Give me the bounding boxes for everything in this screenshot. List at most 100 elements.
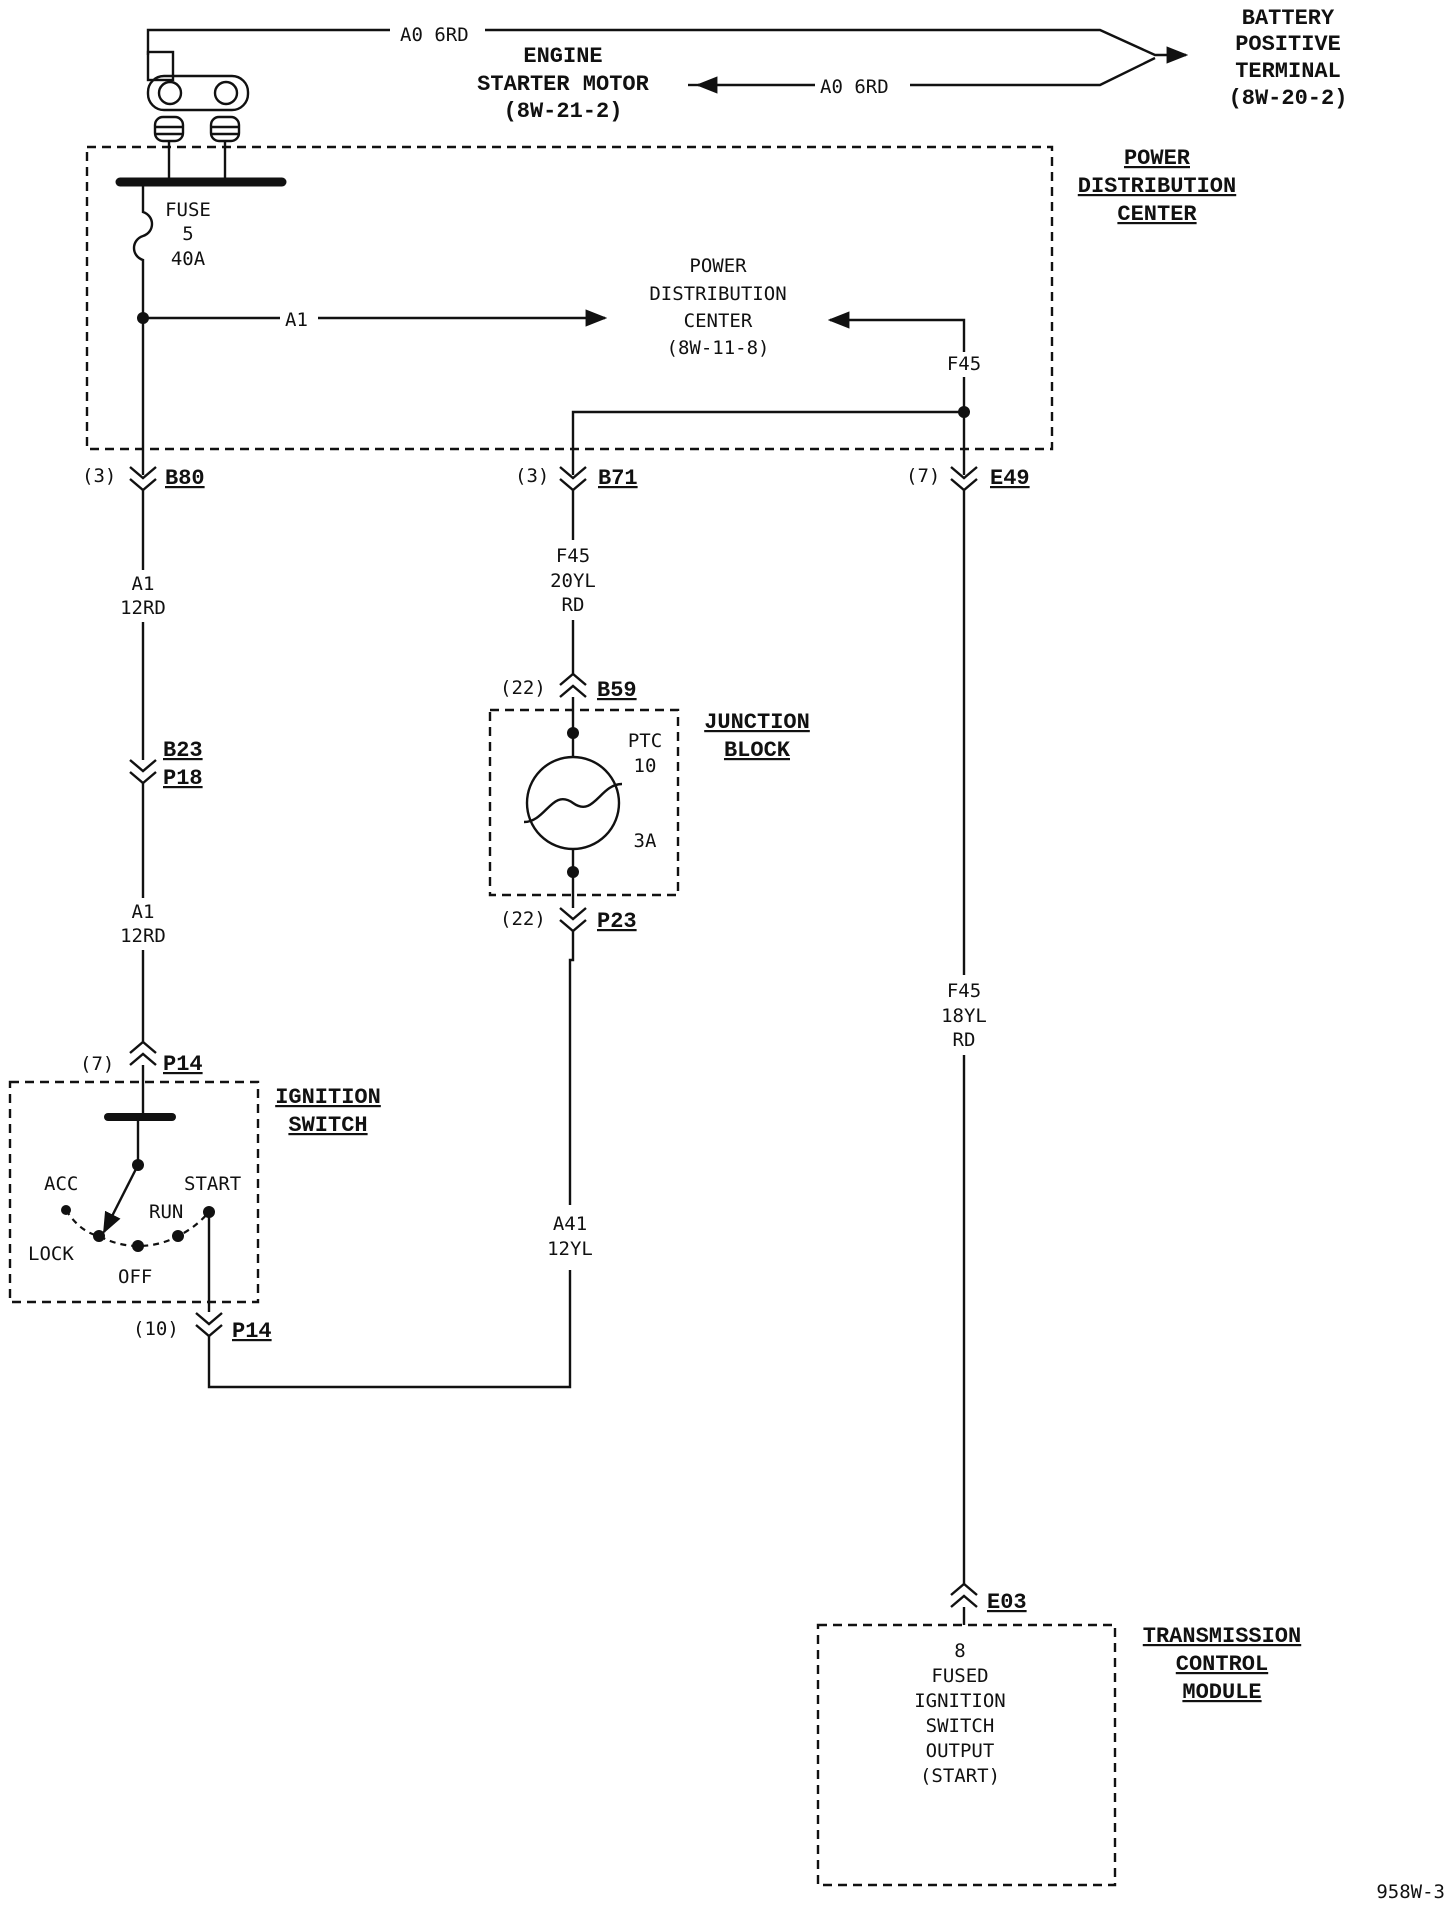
svg-text:20YL: 20YL — [550, 570, 596, 592]
svg-text:IGNITION: IGNITION — [914, 1690, 1006, 1712]
svg-text:F45: F45 — [556, 545, 590, 567]
pdc-label: POWER DISTRIBUTION CENTER — [1078, 146, 1236, 227]
connector-p23: (22) P23 — [500, 907, 637, 934]
svg-text:STARTER MOTOR: STARTER MOTOR — [477, 72, 649, 97]
wire-label-a1-12rd-upper: A1 12RD — [120, 573, 166, 619]
junction-block-label: JUNCTION BLOCK — [704, 710, 810, 763]
svg-text:B80: B80 — [165, 466, 205, 491]
ignition-switch-symbol — [61, 1113, 215, 1312]
svg-text:FUSE: FUSE — [165, 199, 211, 221]
svg-text:OUTPUT: OUTPUT — [926, 1740, 995, 1762]
wire-label-a1-pdc: A1 — [285, 309, 308, 331]
wire-a0-battery-top — [485, 28, 1189, 64]
svg-text:MODULE: MODULE — [1182, 1680, 1261, 1705]
svg-text:8: 8 — [954, 1640, 965, 1662]
switch-position-off: OFF — [118, 1266, 152, 1288]
svg-text:12RD: 12RD — [120, 925, 166, 947]
fuse-5-label: FUSE 5 40A — [165, 199, 211, 270]
tcm-pin-8-label: 8 FUSED IGNITION SWITCH OUTPUT (START) — [914, 1640, 1006, 1787]
svg-text:BATTERY: BATTERY — [1242, 6, 1335, 31]
switch-position-start: START — [184, 1173, 241, 1195]
battery-positive-terminal-label: BATTERY POSITIVE TERMINAL (8W-20-2) — [1229, 6, 1348, 111]
wire-a41-bottom — [207, 1270, 572, 1389]
switch-position-acc: ACC — [44, 1173, 78, 1195]
svg-text:BLOCK: BLOCK — [724, 738, 791, 763]
connector-p14-bottom: (10) P14 — [133, 1312, 272, 1344]
fuse-5-symbol — [132, 182, 154, 475]
wire-a41-upper — [568, 931, 575, 1205]
wire-label-f45-pdc: F45 — [947, 353, 981, 375]
svg-text:18YL: 18YL — [941, 1005, 987, 1027]
svg-text:40A: 40A — [171, 248, 206, 270]
engine-starter-motor-label: ENGINE STARTER MOTOR (8W-21-2) — [477, 44, 649, 124]
switch-position-run: RUN — [149, 1201, 183, 1223]
svg-text:FUSED: FUSED — [931, 1665, 988, 1687]
svg-text:IGNITION: IGNITION — [275, 1085, 381, 1110]
svg-text:SWITCH: SWITCH — [288, 1113, 367, 1138]
svg-text:DISTRIBUTION: DISTRIBUTION — [649, 283, 786, 305]
svg-text:A1: A1 — [132, 573, 155, 595]
svg-text:POSITIVE: POSITIVE — [1235, 32, 1341, 57]
svg-text:CENTER: CENTER — [684, 310, 753, 332]
svg-text:POWER: POWER — [1124, 146, 1191, 171]
wire-label-a0-starter: A0 6RD — [820, 76, 889, 98]
svg-text:B71: B71 — [598, 466, 638, 491]
tcm-label: TRANSMISSION CONTROL MODULE — [1143, 1624, 1301, 1705]
wire-f45-to-b71 — [571, 410, 964, 475]
svg-text:P23: P23 — [597, 909, 637, 934]
svg-text:(7): (7) — [80, 1053, 114, 1075]
connector-b59: (22) B59 — [500, 672, 637, 703]
switch-position-lock: LOCK — [28, 1243, 74, 1265]
svg-text:5: 5 — [182, 223, 193, 245]
svg-text:PTC: PTC — [628, 730, 662, 752]
svg-text:B59: B59 — [597, 678, 637, 703]
svg-text:12YL: 12YL — [547, 1238, 593, 1260]
connector-p14-top: (7) P14 — [80, 1040, 203, 1077]
wire-label-a1-12rd-lower: A1 12RD — [120, 901, 166, 947]
svg-text:12RD: 12RD — [120, 597, 166, 619]
svg-text:P18: P18 — [163, 766, 203, 791]
svg-text:JUNCTION: JUNCTION — [704, 710, 810, 735]
wire-label-f45-18yl-rd: F45 18YL RD — [941, 980, 987, 1051]
svg-text:P14: P14 — [232, 1319, 272, 1344]
svg-text:(3): (3) — [82, 465, 116, 487]
svg-text:E03: E03 — [987, 1590, 1027, 1615]
svg-text:DISTRIBUTION: DISTRIBUTION — [1078, 174, 1236, 199]
svg-text:10: 10 — [634, 755, 657, 777]
svg-text:ENGINE: ENGINE — [523, 44, 602, 69]
wire-a0-battery-bottom — [910, 56, 1156, 87]
svg-text:(10): (10) — [133, 1318, 179, 1340]
svg-text:(3): (3) — [515, 465, 549, 487]
figure-id: 958W-3 — [1376, 1881, 1445, 1903]
connector-b23-p18: B23 P18 — [129, 738, 203, 791]
svg-text:B23: B23 — [163, 738, 203, 763]
svg-text:TRANSMISSION: TRANSMISSION — [1143, 1624, 1301, 1649]
svg-text:A41: A41 — [553, 1213, 587, 1235]
svg-text:(22): (22) — [500, 908, 546, 930]
svg-text:A1: A1 — [132, 901, 155, 923]
svg-text:F45: F45 — [947, 980, 981, 1002]
junction-block-dashed-box — [488, 708, 680, 897]
connector-b71: (3) B71 — [515, 465, 638, 492]
svg-text:(START): (START) — [920, 1765, 1000, 1787]
svg-text:CONTROL: CONTROL — [1176, 1652, 1268, 1677]
svg-text:SWITCH: SWITCH — [926, 1715, 995, 1737]
ignition-switch-label: IGNITION SWITCH — [275, 1085, 381, 1138]
svg-text:POWER: POWER — [689, 255, 747, 277]
svg-text:RD: RD — [562, 594, 585, 616]
svg-text:(8W-21-2): (8W-21-2) — [504, 99, 623, 124]
wire-label-a0-top: A0 6RD — [400, 24, 469, 46]
svg-text:(7): (7) — [906, 465, 940, 487]
connector-b80: (3) B80 — [82, 465, 205, 492]
tcm-dashed-box — [816, 1623, 1117, 1887]
wire-label-f45-20yl-rd: F45 20YL RD — [550, 545, 596, 616]
svg-text:P14: P14 — [163, 1052, 203, 1077]
svg-text:(8W-11-8): (8W-11-8) — [667, 337, 770, 359]
connector-e49: (7) E49 — [906, 465, 1030, 492]
ptc-10-symbol — [523, 727, 623, 878]
svg-text:(8W-20-2): (8W-20-2) — [1229, 86, 1348, 111]
svg-text:3A: 3A — [634, 830, 657, 852]
svg-text:E49: E49 — [990, 466, 1030, 491]
pdc-reference-label: POWER DISTRIBUTION CENTER (8W-11-8) — [649, 255, 786, 359]
